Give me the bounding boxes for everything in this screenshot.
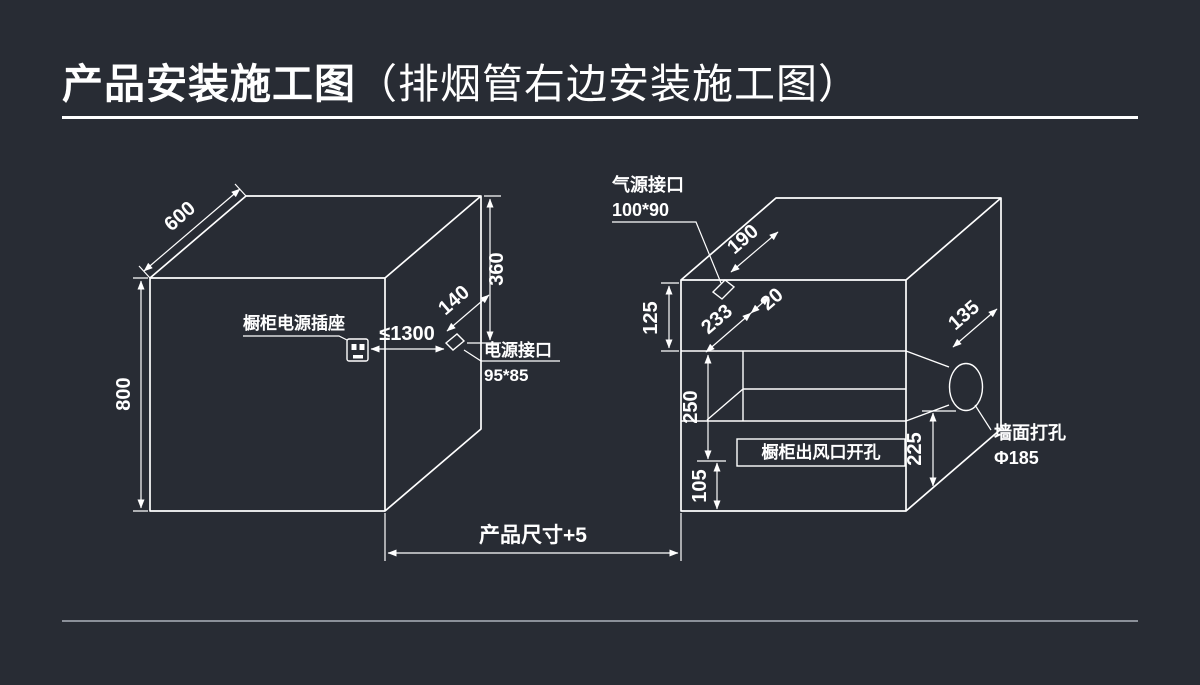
dim-135: 135 [944,296,998,348]
dim-800-label: 800 [113,377,135,410]
dim-600-label: 600 [160,197,200,235]
wall-hole-label: 墙面打孔 Φ185 [974,404,1066,468]
power-socket-icon [346,338,369,362]
dim-125: 125 [640,282,679,352]
page-title-main: 产品安装施工图 [62,61,356,107]
gas-port-size: 100*90 [612,200,669,220]
dim-105-label: 105 [689,469,711,502]
power-port [444,333,466,351]
right-cabinet: 气源接口 100*90 190 125 233 [611,174,1066,512]
gas-port-title: 气源接口 [611,174,684,195]
power-port-title: 电源接口 [484,340,552,360]
left-cabinet: 800 600 360 140 [113,183,560,512]
dim-190: 190 [723,220,779,273]
dim-1300: ≤1300 [370,323,445,353]
wall-hole-size: Φ185 [994,448,1039,468]
power-port-size: 95*85 [484,366,528,385]
dim-225: 225 [904,410,956,487]
title-underline [62,116,1138,119]
dim-600: 600 [138,183,247,279]
left-cabinet-outline [149,195,482,512]
outlet-label-text: 橱柜出风口开孔 [762,442,881,462]
dim-140-label: 140 [434,281,474,319]
page-title: 产品安装施工图（排烟管右边安装施工图） [62,61,860,107]
product-size-dim: 产品尺寸+5 [384,513,682,561]
right-cabinet-outline [680,197,1002,512]
product-size-label: 产品尺寸+5 [479,523,587,547]
dim-250-label: 250 [680,390,702,423]
outlet-label-box: 橱柜出风口开孔 [736,438,906,467]
gas-port [711,279,736,300]
air-duct [681,350,984,422]
dim-125-label: 125 [640,301,662,334]
dim-233: 233 [697,300,752,353]
dim-190-label: 190 [723,220,763,258]
dim-360-label: 360 [486,252,508,285]
dim-250: 250 [680,354,726,462]
dim-105: 105 [689,462,721,510]
dim-225-label: 225 [904,432,926,465]
gas-port-label: 气源接口 100*90 [611,174,722,284]
dim-233-label: 233 [697,300,737,338]
page-title-sub: （排烟管右边安装施工图） [356,61,860,107]
power-port-label: 电源接口 95*85 [463,340,560,385]
dim-20: 20 [750,284,788,315]
socket-label-text: 橱柜电源插座 [243,313,345,333]
wall-hole-ellipse [948,362,984,412]
dim-1300-label: ≤1300 [379,323,434,345]
socket-label: 橱柜电源插座 [243,313,348,341]
dim-135-label: 135 [944,296,984,334]
dim-800: 800 [113,277,148,512]
dim-20-label: 20 [756,284,787,315]
dim-360: 360 [467,195,508,344]
wall-hole-title: 墙面打孔 [994,422,1066,443]
footer-divider [62,620,1138,622]
